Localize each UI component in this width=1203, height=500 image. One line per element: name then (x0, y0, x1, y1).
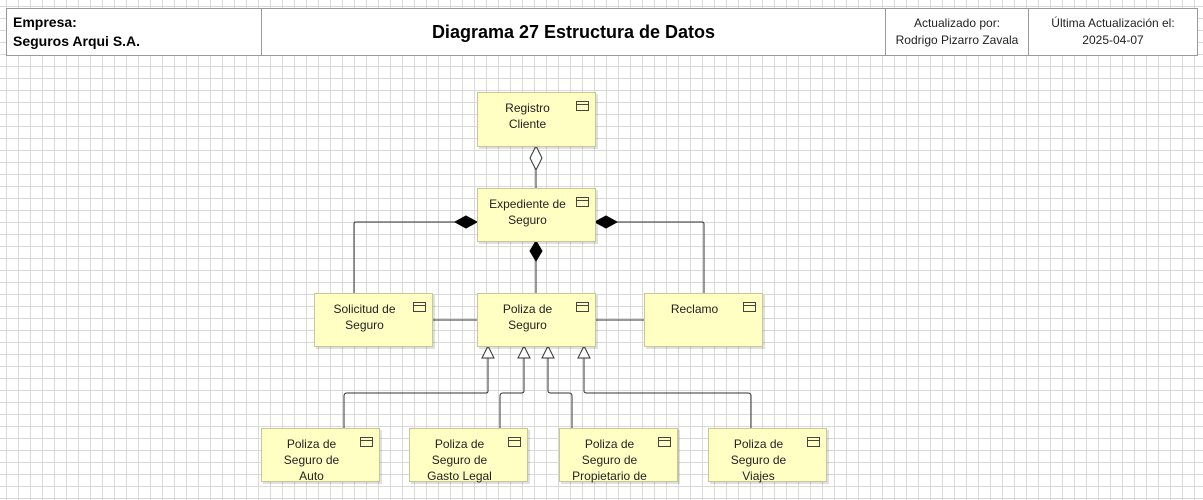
company-name: Seguros Arqui S.A. (13, 33, 141, 49)
node-poliza-seguro-gasto-legal[interactable]: Poliza de Seguro de Gasto Legal (409, 428, 528, 483)
filled-diamond-icon (593, 215, 619, 229)
data-object-icon (508, 437, 521, 447)
node-label: Registro Cliente (505, 101, 550, 131)
node-label: Poliza de Seguro de Propietario de (572, 437, 647, 483)
company-cell: Empresa: Seguros Arqui S.A. (7, 9, 262, 55)
node-registro-cliente[interactable]: Registro Cliente (477, 92, 596, 147)
data-object-icon (576, 197, 589, 207)
last-update-label: Última Actualización el: (1051, 16, 1175, 30)
node-reclamo[interactable]: Reclamo (644, 293, 763, 347)
data-object-icon (413, 302, 426, 312)
diagram-header: Empresa: Seguros Arqui S.A. Diagrama 27 … (6, 8, 1198, 56)
diagram-title-cell: Diagrama 27 Estructura de Datos (262, 9, 886, 55)
generalization-line-viajes[interactable] (583, 358, 752, 428)
hollow-diamond-icon (529, 144, 543, 172)
hollow-triangle-icon (517, 344, 531, 359)
updated-by-value: Rodrigo Pizarro Zavala (895, 33, 1019, 47)
node-poliza-seguro-auto[interactable]: Poliza de Seguro de Auto (261, 428, 380, 483)
composition-line-solicitud[interactable] (353, 221, 455, 294)
company-label: Empresa: (13, 14, 77, 30)
data-object-icon (576, 101, 589, 111)
data-object-icon (360, 437, 373, 447)
node-label: Poliza de Seguro de Auto (283, 437, 340, 483)
data-object-icon (576, 302, 589, 312)
generalization-line-gasto-legal[interactable] (499, 358, 525, 428)
last-update-cell: Última Actualización el: 2025-04-07 (1029, 9, 1197, 55)
updated-by-cell: Actualizado por: Rodrigo Pizarro Zavala (886, 9, 1029, 55)
data-object-icon (807, 437, 820, 447)
hollow-triangle-icon (481, 344, 495, 359)
node-solicitud-de-seguro[interactable]: Solicitud de Seguro (314, 293, 433, 347)
filled-diamond-icon (529, 240, 543, 262)
node-label: Poliza de Seguro de Gasto Legal (427, 437, 492, 483)
generalization-line-auto[interactable] (343, 358, 489, 428)
updated-by-label: Actualizado por: (913, 16, 1001, 30)
data-object-icon (658, 437, 671, 447)
node-label: Poliza de Seguro (502, 302, 553, 332)
node-label: Expediente de Seguro (489, 197, 566, 227)
node-expediente-de-seguro[interactable]: Expediente de Seguro (477, 188, 596, 242)
generalization-line-propietario[interactable] (547, 358, 573, 428)
data-object-icon (743, 302, 756, 312)
hollow-triangle-icon (577, 344, 591, 359)
node-poliza-de-seguro[interactable]: Poliza de Seguro (477, 293, 596, 347)
node-poliza-seguro-propietario[interactable]: Poliza de Seguro de Propietario de (559, 428, 678, 483)
filled-diamond-icon (453, 215, 479, 229)
node-label: Poliza de Seguro de Viajes (730, 437, 787, 483)
composition-line-reclamo[interactable] (615, 221, 705, 293)
node-label: Reclamo (670, 302, 719, 316)
node-label: Solicitud de Seguro (333, 302, 396, 332)
node-poliza-seguro-viajes[interactable]: Poliza de Seguro de Viajes (708, 428, 827, 483)
hollow-triangle-icon (541, 344, 555, 359)
last-update-value: 2025-04-07 (1082, 33, 1144, 47)
diagram-title: Diagrama 27 Estructura de Datos (431, 21, 716, 42)
